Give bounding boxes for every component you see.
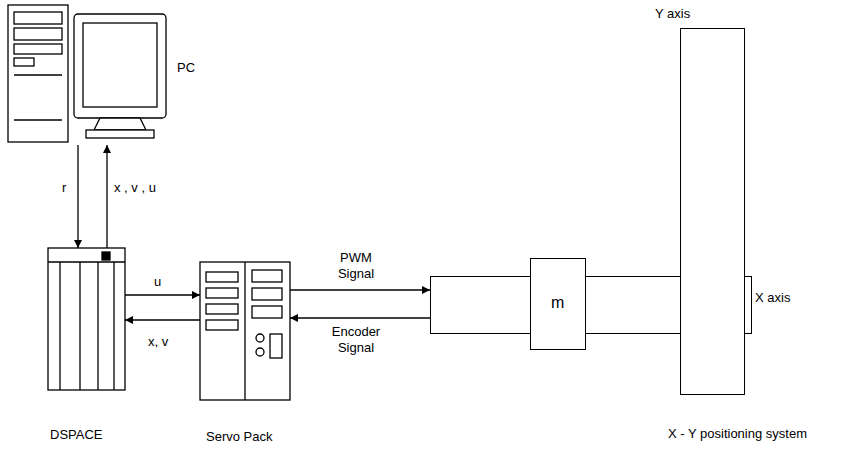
rack-line: [97, 262, 98, 390]
pc-unit: PC: [5, 5, 167, 145]
servo-panel: [206, 272, 238, 282]
servo-panel: [206, 320, 238, 330]
tower-line: [14, 119, 62, 120]
y-axis-column: Y axis: [680, 28, 745, 395]
servo-panel: [206, 288, 238, 298]
drive-bay: [14, 12, 62, 24]
tower-line: [14, 74, 62, 75]
monitor-base: [86, 130, 154, 138]
pc-drawing: [8, 5, 166, 142]
signal-label: x , v , u: [112, 180, 158, 196]
signal-label: r: [60, 180, 68, 196]
signal-label: x, v: [146, 334, 170, 350]
servo-drawing: [200, 262, 290, 400]
rack-line: [79, 262, 80, 390]
servo-case: [200, 262, 290, 400]
rack-line: [59, 262, 60, 390]
signal-arrow: [125, 294, 200, 295]
signal-arrow: [106, 145, 107, 248]
signal-arrow: [77, 145, 78, 248]
system-caption: X - Y positioning system: [668, 427, 807, 442]
node-label: Y axis: [655, 7, 690, 22]
signal-label: PWM Signal: [326, 250, 386, 281]
servo-panel: [252, 270, 282, 282]
servo-knob: [256, 334, 264, 342]
servo-panel: [206, 304, 238, 314]
drive-bay: [14, 44, 62, 54]
dspace-unit: DSPACE: [48, 248, 125, 390]
monitor: [74, 14, 166, 118]
signal-label: u: [152, 274, 163, 290]
node-label: Servo Pack: [206, 430, 272, 445]
drive-bay: [14, 58, 34, 66]
node-label: PC: [177, 61, 195, 76]
mass-block: m: [530, 258, 586, 350]
servo-pack-unit: Servo Pack: [200, 262, 290, 400]
servo-panel: [252, 288, 282, 300]
rack-port: [102, 252, 110, 260]
drive-bay: [14, 28, 62, 40]
signal-arrow: [125, 319, 200, 320]
dspace-drawing: [48, 248, 125, 390]
dspace-rack: [48, 248, 125, 390]
node-label: m: [551, 294, 564, 312]
monitor-stand: [94, 118, 146, 130]
pc-tower: [8, 5, 68, 142]
node-label: X axis: [755, 291, 790, 306]
servo-knob: [256, 348, 264, 356]
servo-line: [244, 262, 245, 400]
signal-arrow: [290, 317, 430, 318]
servo-panel: [270, 334, 282, 358]
monitor-screen: [83, 23, 157, 107]
node-label: DSPACE: [50, 428, 103, 443]
signal-label: Encoder Signal: [322, 324, 390, 355]
signal-arrow: [290, 289, 430, 290]
rack-line: [113, 262, 114, 390]
servo-panel: [252, 306, 282, 318]
